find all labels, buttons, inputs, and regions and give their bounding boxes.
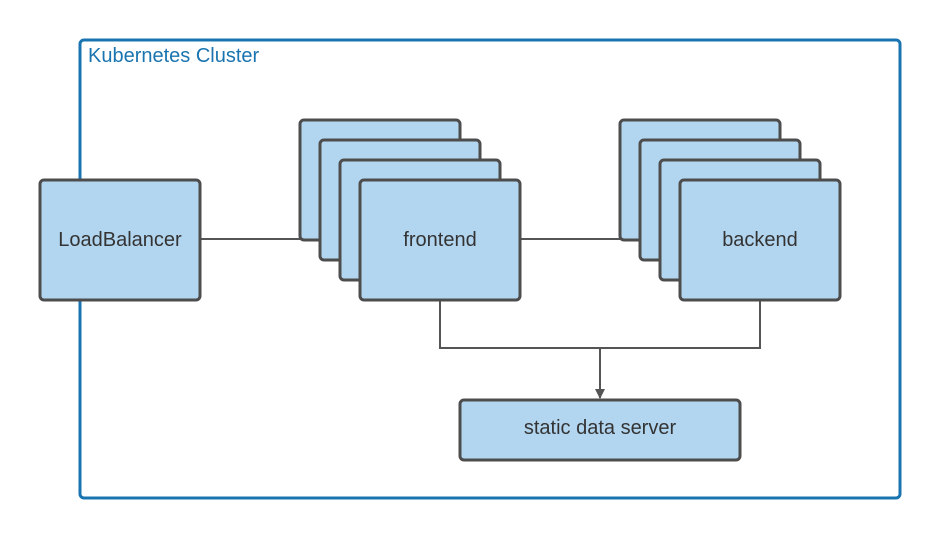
frontend-box bbox=[358, 178, 522, 302]
frontend-node[interactable]: frontend bbox=[298, 118, 522, 302]
static-data-server-node[interactable]: static data server bbox=[458, 398, 742, 462]
backend-node[interactable]: backend bbox=[618, 118, 842, 302]
loadbalancer-box bbox=[38, 178, 202, 302]
loadbalancer-node[interactable]: LoadBalancer bbox=[38, 178, 202, 302]
cluster-label: Kubernetes Cluster bbox=[88, 45, 260, 67]
edge-frontend-to-static-server bbox=[439, 300, 600, 349]
backend-box bbox=[678, 178, 842, 302]
static-data-server-box bbox=[458, 398, 742, 462]
loadbalancer-label: LoadBalancer bbox=[58, 229, 182, 251]
edge-backend-to-static-server bbox=[600, 300, 761, 349]
static-data-server-label: static data server bbox=[524, 417, 677, 439]
frontend-label: frontend bbox=[403, 229, 476, 251]
backend-label: backend bbox=[722, 229, 798, 251]
